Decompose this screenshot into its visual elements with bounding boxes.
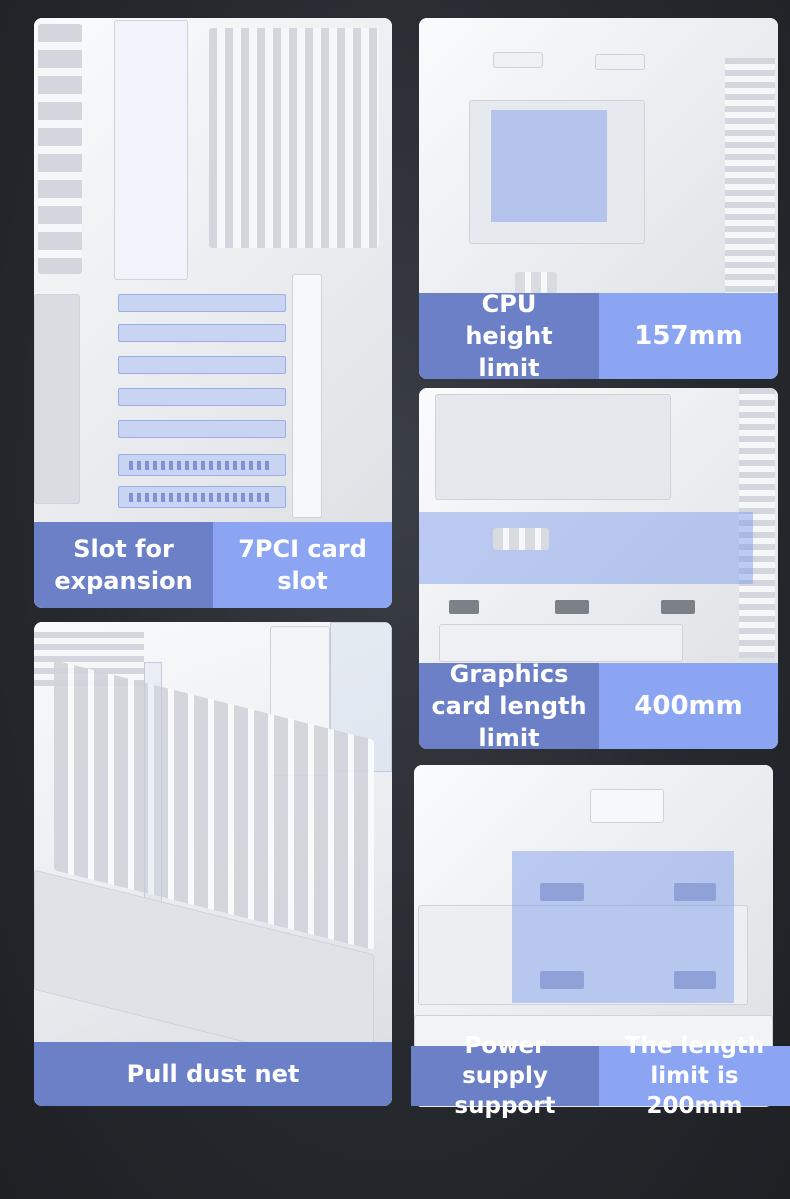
gpu-value: 400mm [599,663,778,749]
expansion-label: Slot for expansion [34,522,213,608]
psu-value: The length limit is 200mm [599,1033,790,1119]
cpu-label: CPU height limit [419,290,599,379]
psu-panel [414,765,773,1107]
cpu-height-panel: CPU height limit 157mm [419,18,778,379]
dust-net-panel: Pull dust net [34,622,392,1106]
psu-label: Power supply support [411,1033,599,1119]
gpu-length-panel: Graphics card length limit 400mm [419,388,778,749]
dust-net-photo [34,622,392,1106]
cpu-height-photo [419,18,778,379]
dust-caption: Pull dust net [34,1042,392,1106]
gpu-label: Graphics card length limit [419,660,599,749]
gpu-caption: Graphics card length limit 400mm [419,660,778,749]
psu-caption: Power supply support The length limit is… [411,1033,790,1119]
dust-label: Pull dust net [34,1042,392,1106]
cpu-value: 157mm [599,293,778,379]
expansion-slot-photo [34,18,392,608]
expansion-slot-panel: Slot for expansion 7PCI card slot [34,18,392,608]
cpu-caption: CPU height limit 157mm [419,290,778,379]
expansion-value: 7PCI card slot [213,522,392,608]
expansion-caption: Slot for expansion 7PCI card slot [34,522,392,608]
